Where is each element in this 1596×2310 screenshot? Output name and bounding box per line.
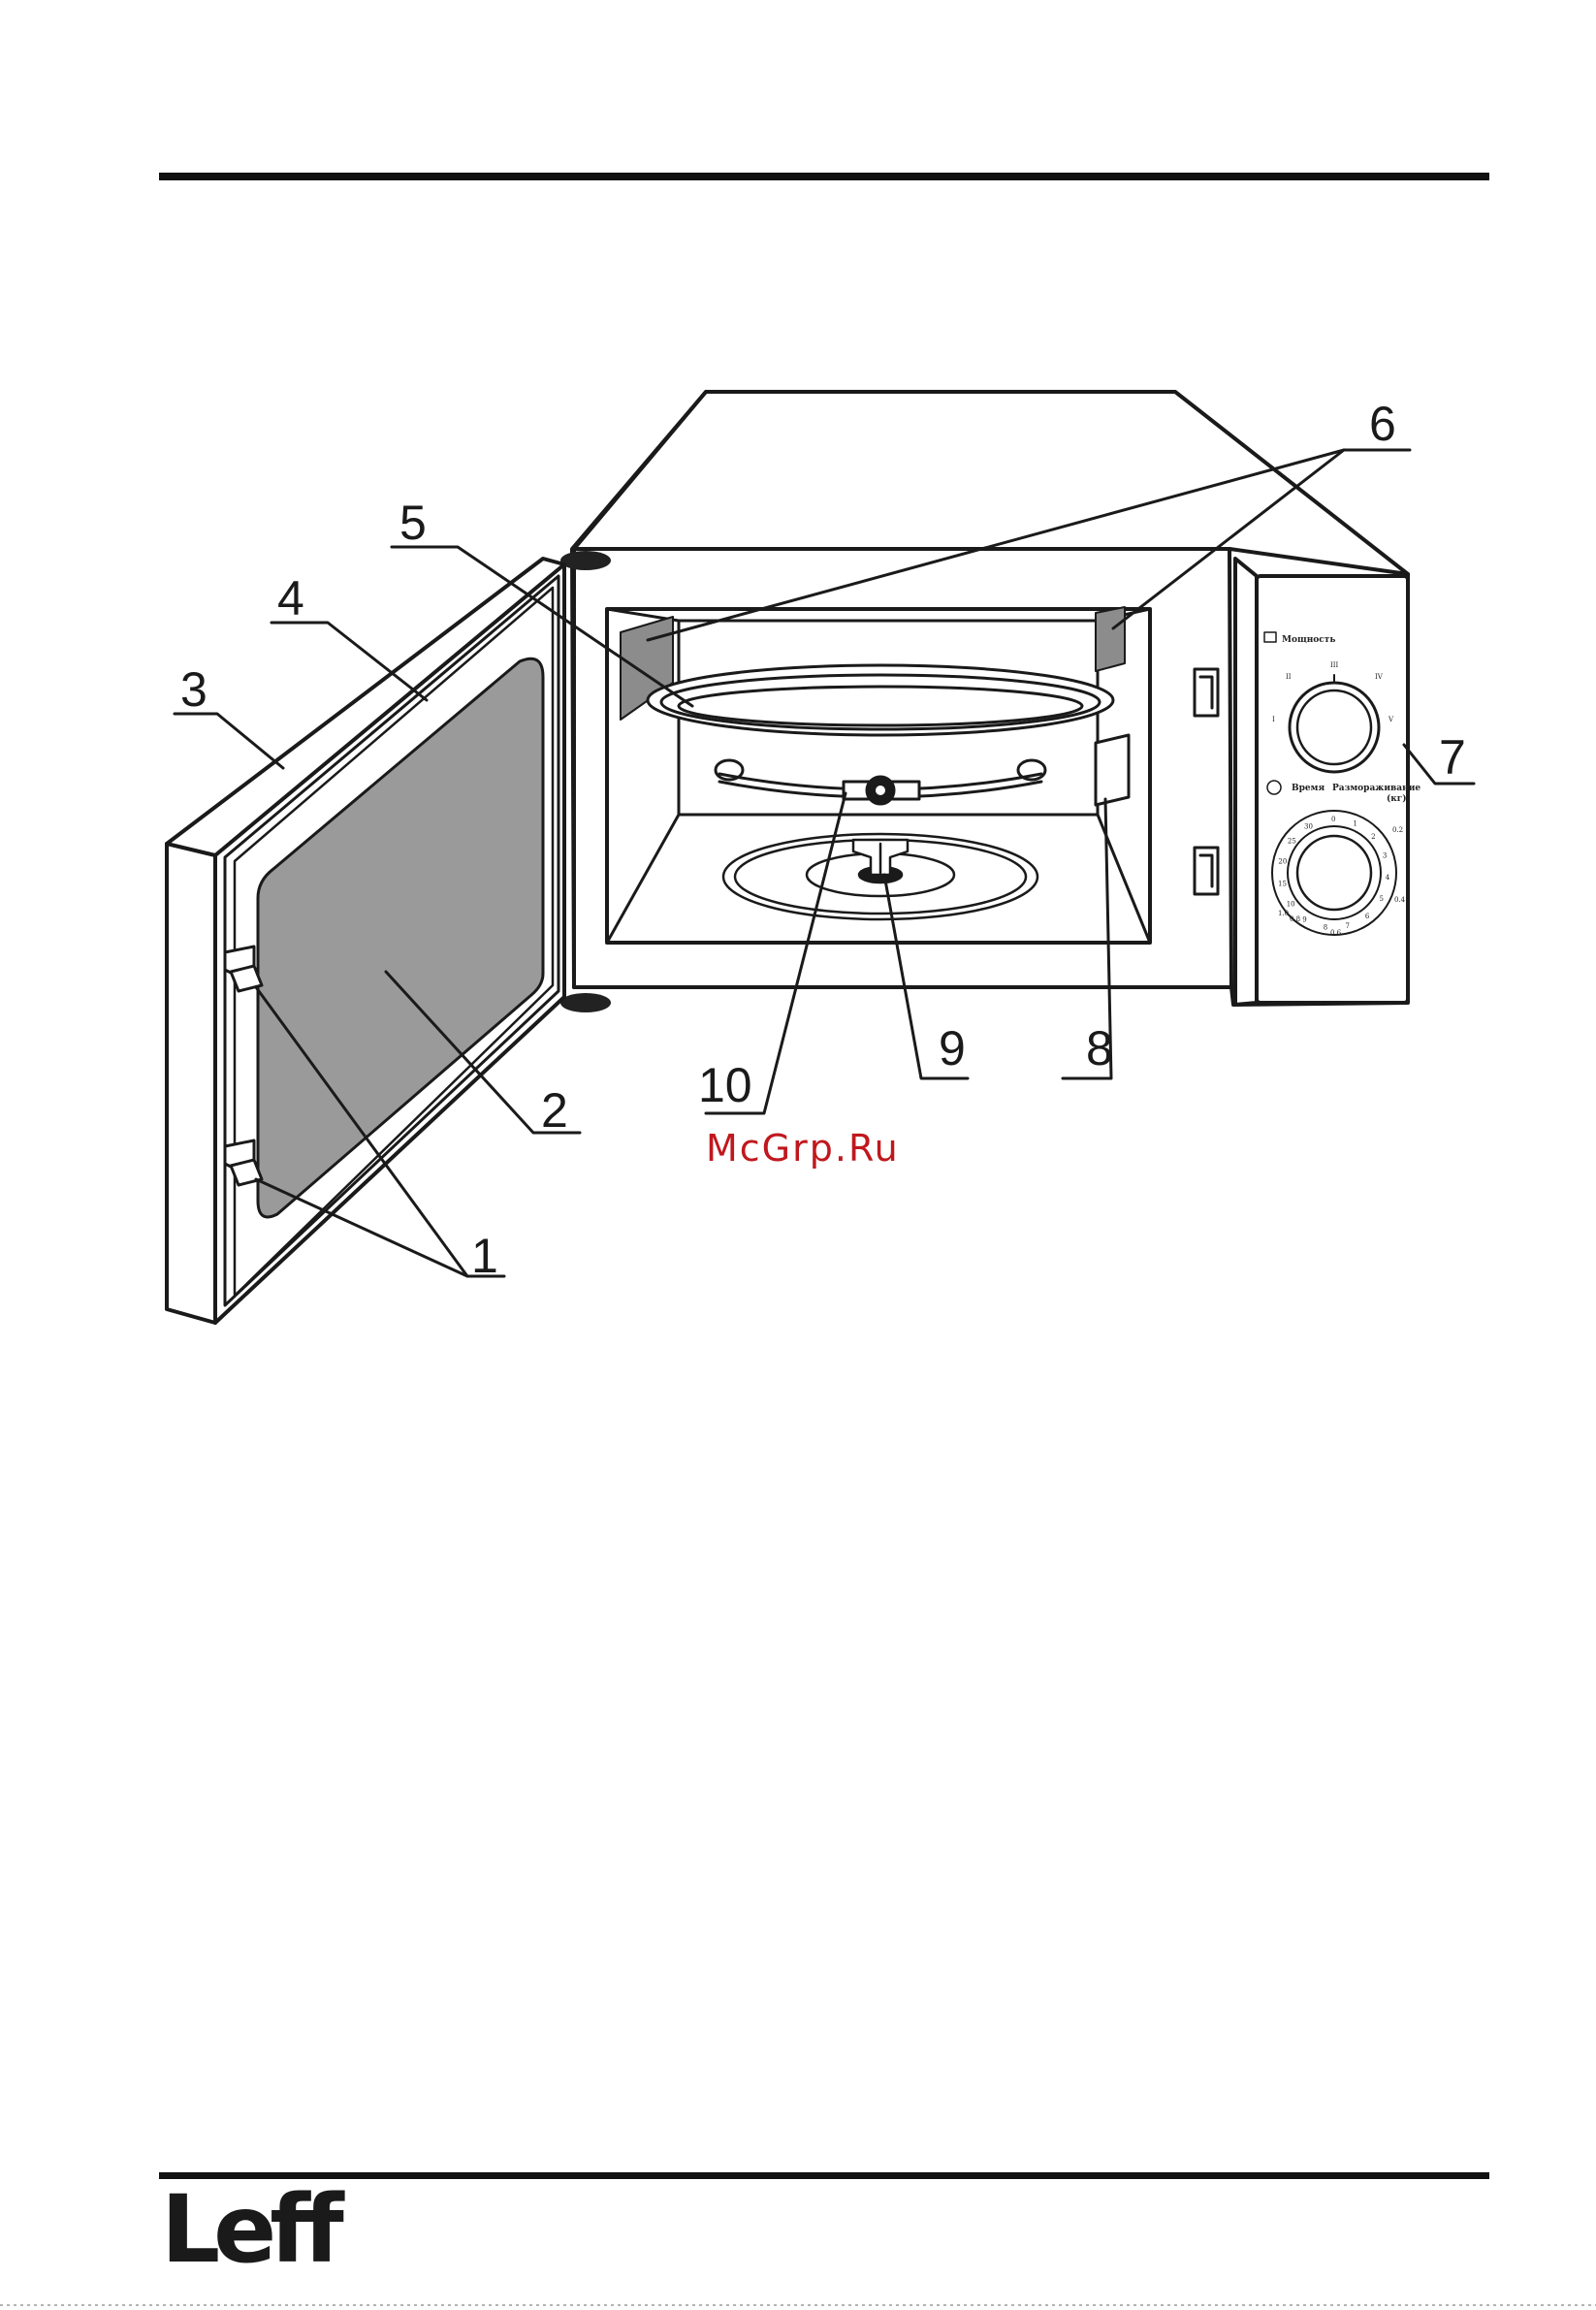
timer-number: 30 bbox=[1304, 823, 1313, 831]
power-mark-5: V bbox=[1388, 716, 1394, 723]
defrost-weight-3: 0.6 bbox=[1330, 929, 1342, 937]
timer-number: 3 bbox=[1383, 852, 1387, 860]
timer-number: 7 bbox=[1346, 922, 1350, 930]
timer-number: 4 bbox=[1386, 874, 1390, 882]
callout-9: 9 bbox=[939, 1021, 966, 1075]
mica-plate bbox=[1096, 735, 1129, 805]
callout-5: 5 bbox=[399, 496, 427, 550]
timer-number: 6 bbox=[1365, 913, 1370, 920]
timer-number: 15 bbox=[1278, 880, 1287, 887]
defrost-unit: (кг) bbox=[1387, 793, 1407, 804]
watermark-text: McGrp.Ru bbox=[706, 1127, 900, 1170]
waveguide-cover-right bbox=[1096, 607, 1125, 671]
timer-number: 9 bbox=[1302, 915, 1306, 923]
power-mark-1: I bbox=[1272, 716, 1275, 723]
callout-10: 10 bbox=[698, 1058, 752, 1112]
defrost-weight-2: 0.4 bbox=[1394, 896, 1406, 904]
footer-rule bbox=[159, 2172, 1489, 2179]
defrost-weight-1: 0.2 bbox=[1392, 826, 1403, 834]
defrost-weight-5: 1.0 bbox=[1278, 910, 1289, 917]
oven-door bbox=[167, 559, 564, 1323]
control-panel bbox=[1235, 559, 1408, 1005]
callout-4: 4 bbox=[277, 571, 304, 626]
power-label: Мощность bbox=[1282, 635, 1335, 645]
callout-8: 8 bbox=[1086, 1021, 1113, 1075]
timer-number: 8 bbox=[1324, 923, 1327, 931]
upper-hinge-icon bbox=[560, 551, 611, 570]
timer-number: 0 bbox=[1331, 816, 1335, 823]
timer-number: 2 bbox=[1371, 833, 1375, 841]
timer-number: 5 bbox=[1380, 895, 1384, 903]
power-mark-4: IV bbox=[1375, 673, 1384, 681]
glass-tray bbox=[648, 665, 1113, 735]
defrost-weight-4: 0.8 bbox=[1290, 915, 1300, 923]
callout-3: 3 bbox=[180, 662, 207, 717]
power-mark-2: II bbox=[1286, 673, 1292, 681]
defrost-label: Размораживание bbox=[1332, 784, 1420, 793]
time-label: Время bbox=[1292, 784, 1325, 793]
timer-number: 10 bbox=[1287, 901, 1295, 909]
callout-1: 1 bbox=[471, 1229, 498, 1283]
lower-hinge-icon bbox=[560, 993, 611, 1012]
callout-7: 7 bbox=[1439, 730, 1466, 785]
brand-logo-text: Leff bbox=[161, 2186, 345, 2265]
leff-logo: Leff bbox=[161, 2186, 345, 2265]
timer-number: 25 bbox=[1288, 838, 1296, 846]
power-mark-3: III bbox=[1330, 661, 1339, 669]
timer-number: 1 bbox=[1353, 820, 1357, 828]
scan-edge bbox=[0, 2304, 1596, 2306]
callout-6: 6 bbox=[1369, 397, 1396, 451]
timer-number: 20 bbox=[1278, 858, 1287, 866]
callout-2: 2 bbox=[541, 1083, 568, 1138]
